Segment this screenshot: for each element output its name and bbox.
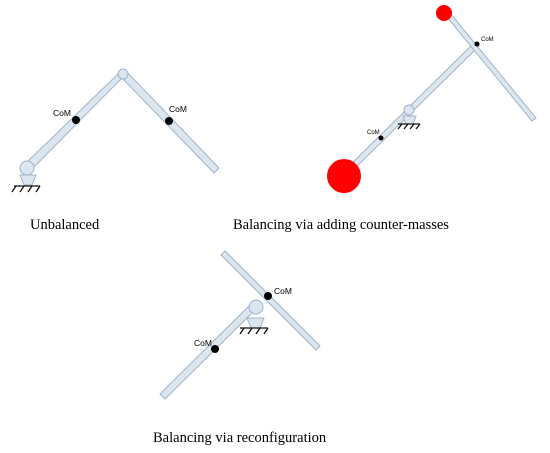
com-label: CoM [53,108,71,118]
com-dot [378,135,384,141]
unbalanced-diagram: CoM CoM Unbalanced [11,68,220,233]
com-dot [264,292,272,300]
base-mount [19,174,37,186]
com-label: CoM [481,37,494,43]
link-1 [159,304,256,400]
com-label: CoM [367,130,380,136]
caption-reconfiguration: Balancing via reconfiguration [153,430,327,446]
counter-mass-diagram: CoM CoM Balancing via adding counter-mas… [233,5,537,233]
com-dot [474,41,480,47]
base-mount [246,317,265,329]
com-dot [72,116,80,124]
com-label: CoM [274,286,292,296]
elbow-joint [117,68,129,80]
ground-hatch [11,185,41,193]
reconfiguration-diagram: CoM CoM Balancing via reconfiguration [153,250,327,446]
base-joint [19,160,35,176]
counter-mass-small [436,5,452,21]
base-mount [402,115,417,125]
ground-hatch [397,123,421,130]
counter-mass-large [327,159,361,193]
ground-hatch [239,327,269,335]
caption-counter-masses: Balancing via adding counter-masses [233,217,449,233]
com-dot [211,345,219,353]
link-2 [220,250,321,351]
com-label: CoM [194,338,212,348]
com-label: CoM [169,104,187,114]
base-joint [248,299,264,315]
com-dot [165,117,173,125]
base-joint [403,104,415,116]
caption-unbalanced: Unbalanced [30,217,100,233]
